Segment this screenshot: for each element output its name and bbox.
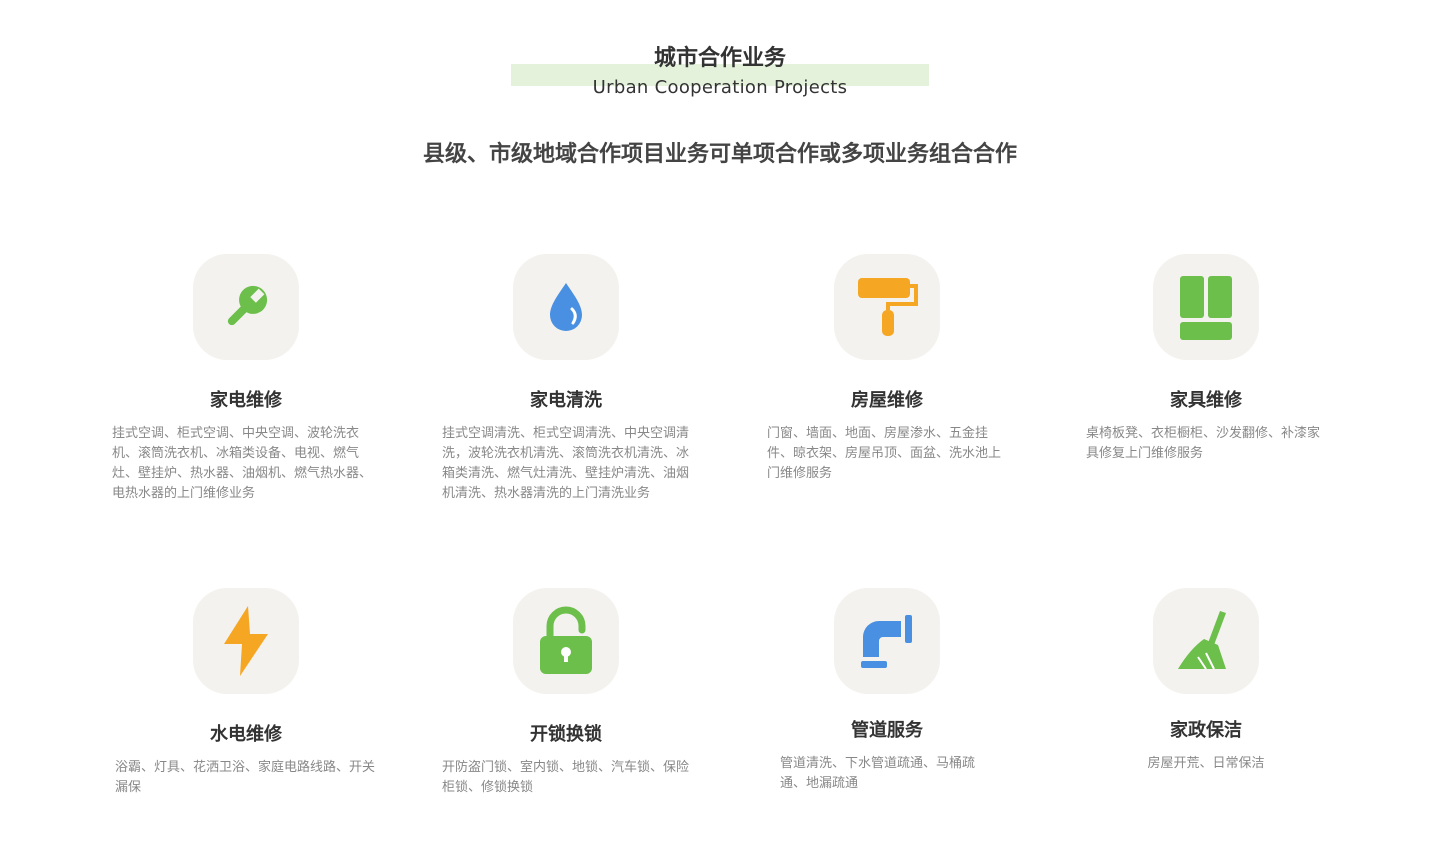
service-title: 水电维修	[210, 724, 282, 745]
icon-box	[1153, 588, 1259, 694]
service-card-housekeeping[interactable]: 家政保洁 房屋开荒、日常保洁	[1061, 588, 1351, 774]
service-description: 房屋开荒、日常保洁	[1147, 756, 1265, 771]
wrench-icon	[227, 285, 268, 326]
icon-box	[513, 254, 619, 360]
lock-icon	[540, 606, 592, 674]
service-description: 门窗、墙面、地面、房屋渗水、五金挂件、晾衣架、房屋吊顶、面盆、洗水池上门维修服务	[767, 426, 1002, 481]
title-block: 城市合作业务 Urban Cooperation Projects	[510, 42, 930, 100]
icon-box	[1153, 254, 1259, 360]
lightning-icon	[224, 606, 268, 676]
service-card-pipe-service[interactable]: 管道服务 管道清洗、下水管道疏通、马桶疏通、地漏疏通	[742, 588, 1032, 794]
icon-box	[193, 254, 299, 360]
icon-box	[513, 588, 619, 694]
service-card-lock-service[interactable]: 开锁换锁 开防盗门锁、室内锁、地锁、汽车锁、保险柜锁、修锁换锁	[421, 588, 711, 798]
service-title: 开锁换锁	[530, 724, 602, 745]
service-title: 家具维修	[1170, 390, 1242, 411]
furniture-icon	[1180, 276, 1232, 340]
water-drop-icon	[550, 283, 582, 331]
section-header: 城市合作业务 Urban Cooperation Projects	[0, 42, 1440, 100]
service-description: 挂式空调、柜式空调、中央空调、波轮洗衣机、滚筒洗衣机、冰箱类设备、电视、燃气灶、…	[112, 426, 373, 501]
broom-icon	[1178, 611, 1226, 670]
title-highlight-bar	[510, 64, 930, 86]
service-description: 浴霸、灯具、花洒卫浴、家庭电路线路、开关漏保	[115, 760, 376, 795]
service-description: 开防盗门锁、室内锁、地锁、汽车锁、保险柜锁、修锁换锁	[442, 760, 690, 795]
section-subtitle: 县级、市级地域合作项目业务可单项合作或多项业务组合合作	[422, 142, 1017, 167]
icon-box	[193, 588, 299, 694]
section-title: 城市合作业务	[653, 46, 786, 71]
service-title: 家电清洗	[530, 390, 602, 411]
service-card-utility-repair[interactable]: 水电维修 浴霸、灯具、花洒卫浴、家庭电路线路、开关漏保	[101, 588, 391, 798]
service-card-furniture-repair[interactable]: 家具维修 桌椅板凳、衣柜橱柜、沙发翻修、补漆家具修复上门维修服务	[1061, 254, 1351, 464]
service-title: 房屋维修	[851, 390, 923, 411]
service-description: 挂式空调清洗、柜式空调清洗、中央空调清洗，波轮洗衣机清洗、滚筒洗衣机清洗、冰箱类…	[442, 426, 690, 501]
service-title: 家政保洁	[1170, 720, 1242, 741]
pipe-icon	[861, 615, 912, 668]
paint-roller-icon	[858, 278, 918, 336]
service-description: 管道清洗、下水管道疏通、马桶疏通、地漏疏通	[780, 756, 976, 791]
service-title: 家电维修	[210, 390, 282, 411]
service-title: 管道服务	[851, 720, 923, 741]
service-card-appliance-cleaning[interactable]: 家电清洗 挂式空调清洗、柜式空调清洗、中央空调清洗，波轮洗衣机清洗、滚筒洗衣机清…	[421, 254, 711, 504]
icon-box	[834, 254, 940, 360]
section-title-english: Urban Cooperation Projects	[592, 77, 848, 98]
service-description: 桌椅板凳、衣柜橱柜、沙发翻修、补漆家具修复上门维修服务	[1086, 426, 1321, 461]
service-card-house-repair[interactable]: 房屋维修 门窗、墙面、地面、房屋渗水、五金挂件、晾衣架、房屋吊顶、面盆、洗水池上…	[742, 254, 1032, 484]
service-card-appliance-repair[interactable]: 家电维修 挂式空调、柜式空调、中央空调、波轮洗衣机、滚筒洗衣机、冰箱类设备、电视…	[101, 254, 391, 504]
icon-box	[834, 588, 940, 694]
